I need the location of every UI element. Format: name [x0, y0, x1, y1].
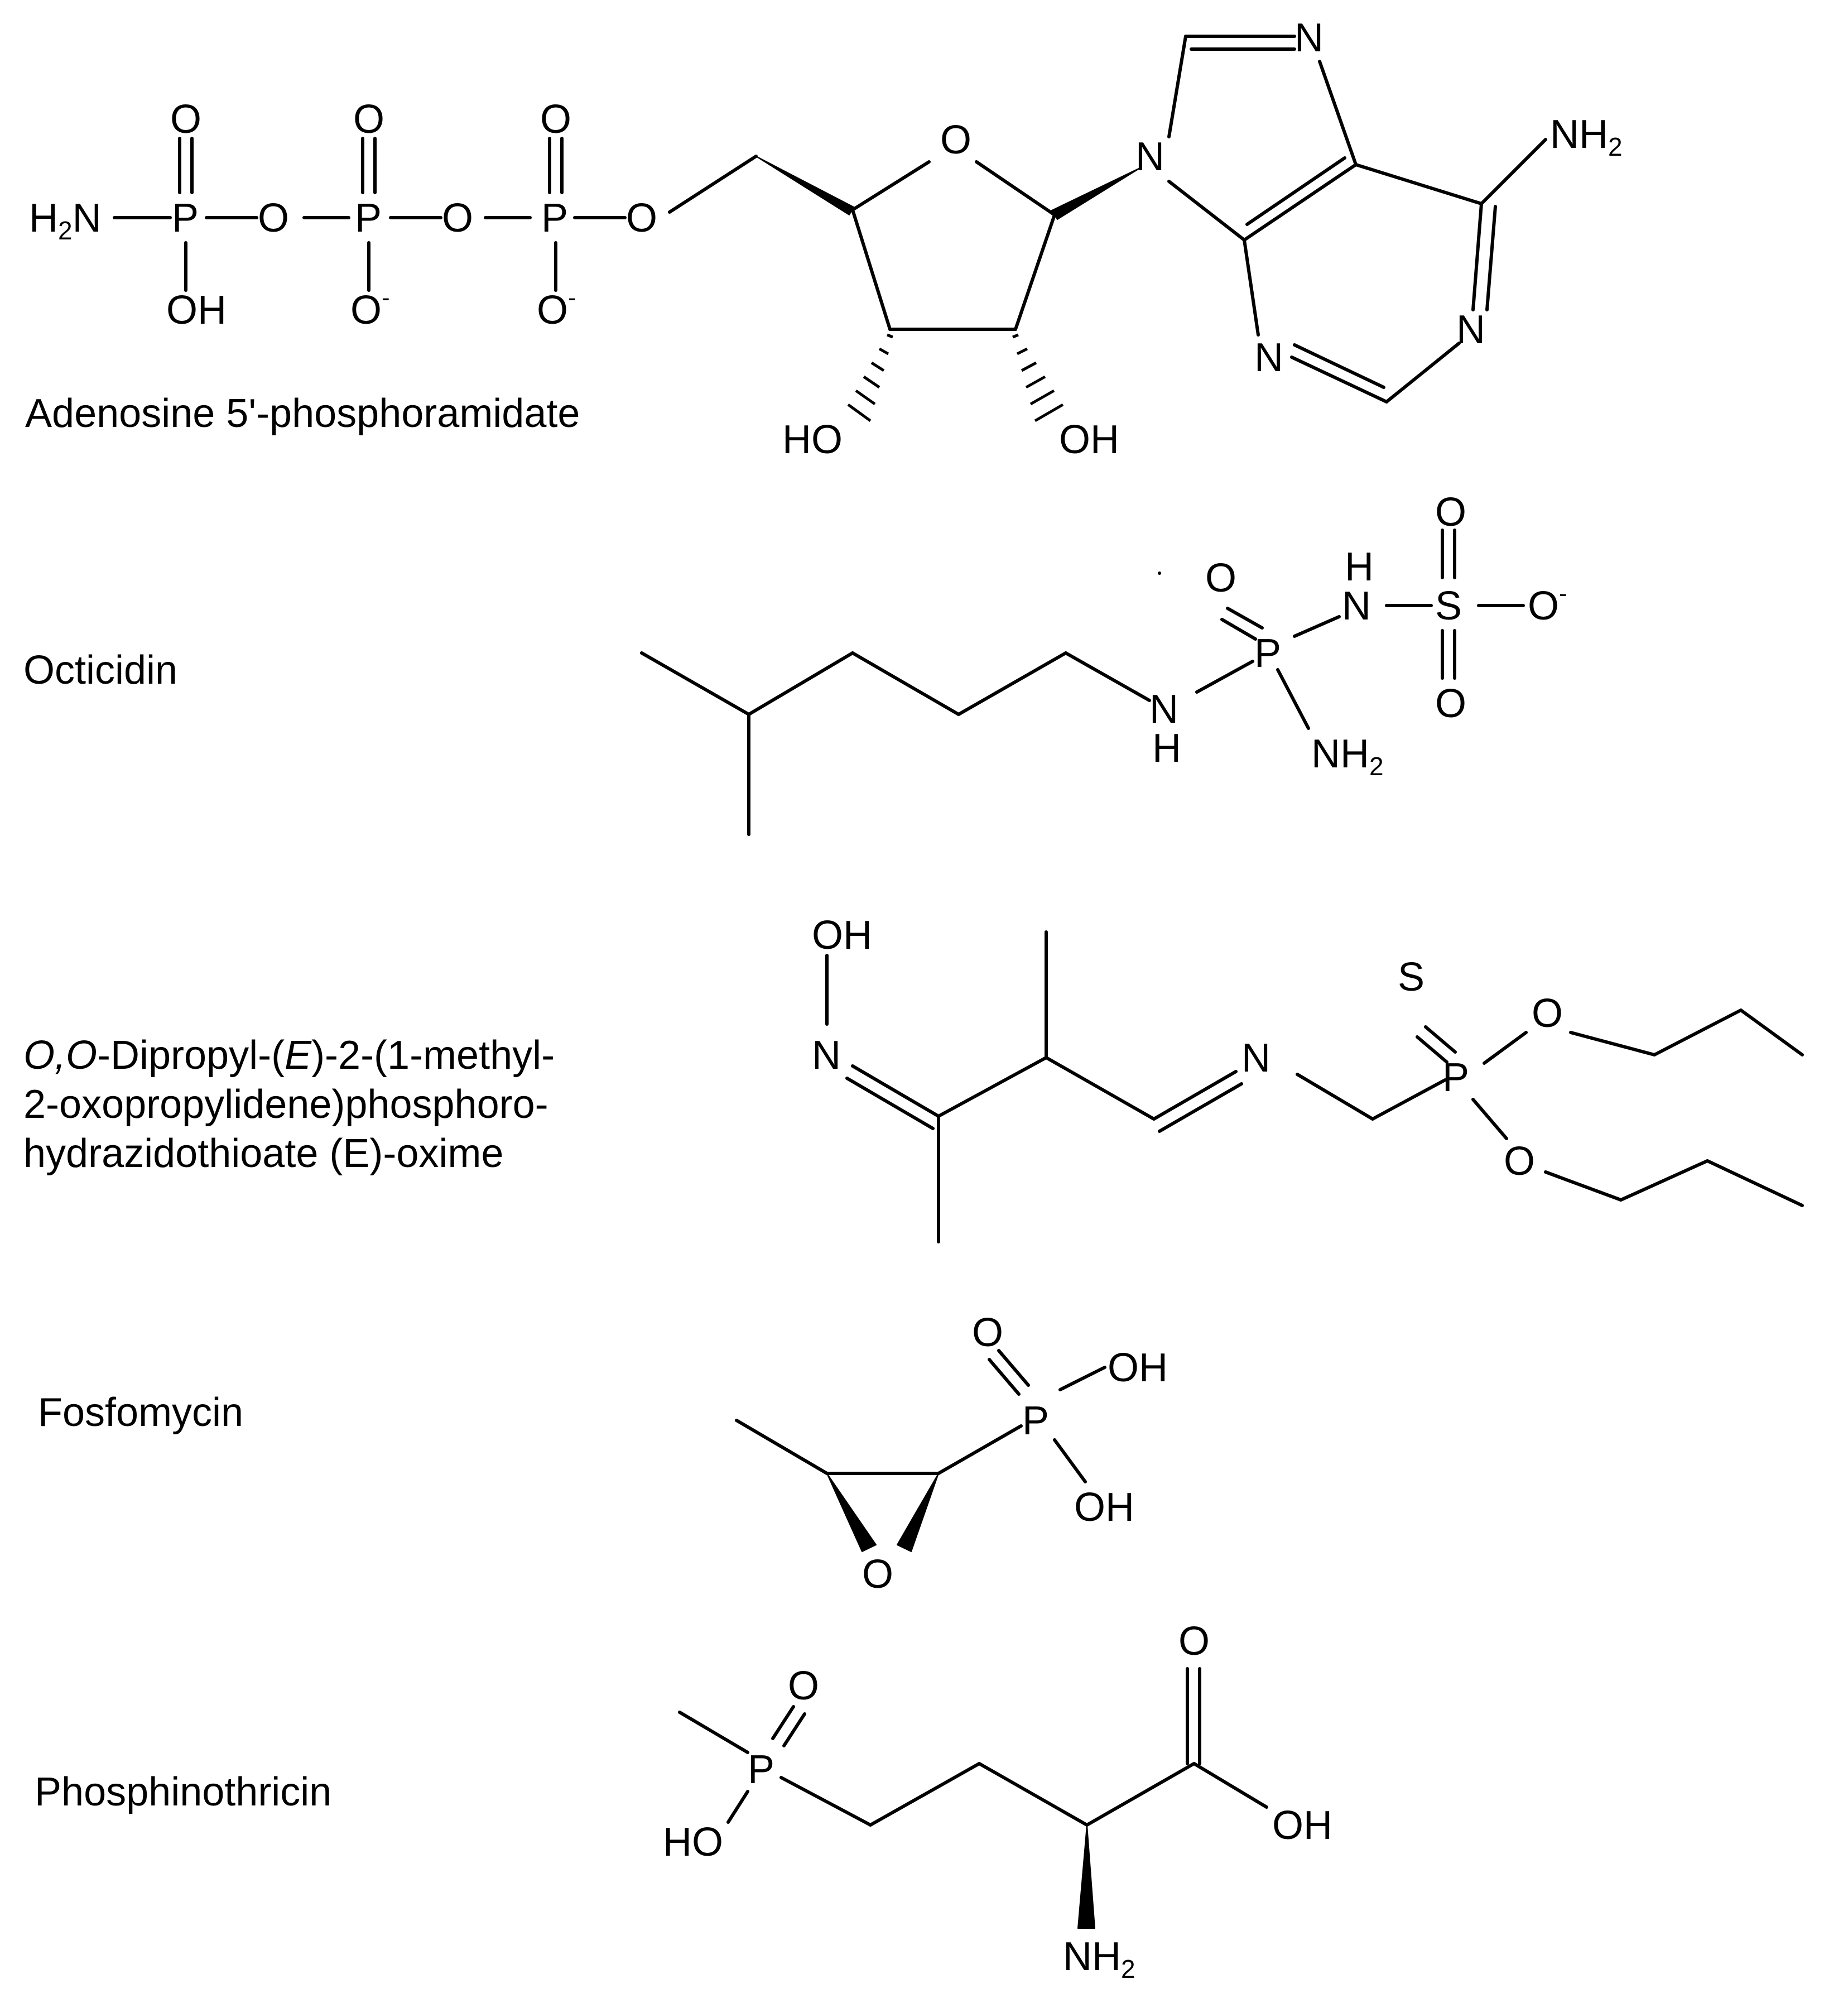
oxide-anion-1: O-: [350, 284, 390, 333]
thiono-sulfur: S: [1398, 955, 1424, 1000]
sulfamoyl-nitrogen: N: [1342, 584, 1371, 628]
fosfomycin-structure: Fosfomycin O P O OH OH: [38, 1310, 1168, 1597]
sulfamoyl-hydrogen: H: [1345, 545, 1374, 589]
wedge-alpha-amino: [1077, 1824, 1095, 1929]
n7-atom: N: [1294, 16, 1324, 60]
phosphorus-atom-3: P: [541, 196, 568, 241]
oxime-nitrogen: N: [812, 1033, 841, 1078]
ribose-ring: [755, 156, 1142, 422]
propoxy-oxygen-2: O: [1504, 1139, 1535, 1184]
alpha-amino-group: NH2: [1063, 1934, 1135, 1983]
bridge-oxygen-2: O: [442, 196, 473, 241]
phosphorus-atom: P: [1254, 631, 1281, 676]
hydroxyl-group-p1: OH: [166, 288, 227, 333]
propoxy-oxygen-1: O: [1532, 991, 1563, 1036]
ribose-ring-oxygen: O: [940, 118, 971, 162]
oxime-hydroxyl: OH: [812, 913, 872, 958]
oxo-oxygen-3: O: [540, 97, 571, 142]
octicidin-structure: Octicidin N H P O N H S O O O-: [23, 490, 1567, 836]
compound-name-octicidin: Octicidin: [23, 648, 177, 693]
phosphinic-hydroxyl: HO: [663, 1820, 723, 1865]
phosphinothricin-bonds: [678, 1667, 1268, 1929]
oxo-oxygen-1: O: [170, 97, 201, 142]
phosphate-chain: [113, 137, 758, 292]
amide-hydrogen: H: [1152, 726, 1181, 771]
phosphorus-atom-1: P: [172, 196, 199, 241]
amino-group: NH2: [1550, 112, 1623, 161]
compound-name-adenosine-phosphoramidate: Adenosine 5'-phosphoramidate: [25, 391, 580, 436]
epoxide-ring: [735, 1349, 1106, 1552]
dipropyl-phosphorohydrazidothioate-oxime-structure: O,O-Dipropyl-(E)-2-(1-methyl- 2-oxopropy…: [23, 571, 1804, 1243]
phosphorus-atom: P: [748, 1747, 774, 1792]
phosphinyl-oxygen: O: [788, 1664, 819, 1708]
bridge-oxygen-3: O: [626, 196, 657, 241]
phosphonic-hydroxyl-2: OH: [1074, 1485, 1134, 1530]
epoxide-oxygen: O: [862, 1552, 893, 1597]
n3-atom: N: [1254, 335, 1283, 380]
phosphinothricin-structure: Phosphinothricin P O HO O OH NH2: [35, 1619, 1332, 1983]
compound-name-phosphinothricin: Phosphinothricin: [35, 1770, 331, 1814]
adenine-ring: [1167, 35, 1547, 404]
phosphoryl-oxygen: O: [972, 1310, 1003, 1355]
sulfonyl-oxygen-top: O: [1435, 490, 1466, 535]
carboxyl-hydroxyl: OH: [1272, 1803, 1332, 1848]
wedge-epoxide-right: [897, 1473, 939, 1552]
hashed-bond-c3-oh: [1012, 333, 1064, 422]
sulfonate-anion: O-: [1528, 580, 1567, 628]
phosphoryl-oxygen: O: [1205, 556, 1236, 601]
sulfonyl-oxygen-bottom: O: [1435, 681, 1466, 726]
isopentyl-chain: [640, 529, 1525, 836]
ribose-hydroxyl-3: OH: [1059, 417, 1119, 462]
h2n-label: H2N: [29, 196, 102, 245]
amide-nitrogen: N: [1149, 687, 1178, 732]
wedge-c4-c5: [755, 156, 854, 215]
phosphorus-atom-2: P: [355, 196, 382, 241]
sulfur-atom: S: [1435, 584, 1462, 628]
n9-atom: N: [1135, 135, 1164, 179]
oxime-chain: [825, 571, 1804, 1243]
wedge-c1-n9: [1051, 167, 1142, 220]
phosphorus-atom: P: [1022, 1399, 1049, 1443]
compound-name-fosfomycin: Fosfomycin: [38, 1390, 243, 1435]
phosphonic-hydroxyl-1: OH: [1108, 1346, 1168, 1390]
compound-name-line-2: 2-oxopropylidene)phosphoro-: [23, 1082, 548, 1127]
carbonyl-oxygen: O: [1178, 1619, 1210, 1664]
n1-atom: N: [1456, 308, 1485, 352]
hashed-bond-c2-oh: [847, 333, 893, 422]
compound-name-line-1: O,O-Dipropyl-(E)-2-(1-methyl-: [23, 1033, 555, 1078]
ribose-hydroxyl-2: HO: [782, 417, 843, 462]
wedge-epoxide-left: [826, 1473, 877, 1552]
bridge-oxygen-1: O: [258, 196, 289, 241]
phosphorus-atom: P: [1442, 1055, 1469, 1100]
compound-name-line-3: hydrazidothioate (E)-oxime: [23, 1131, 503, 1176]
oxo-oxygen-2: O: [353, 97, 384, 142]
phosphoramide-amino: NH2: [1311, 732, 1384, 781]
oxide-anion-2: O-: [537, 284, 576, 333]
adenosine-phosphoramidate-structure: H2N P P P O O O O O O OH O- O-: [25, 16, 1623, 462]
imine-nitrogen: N: [1241, 1036, 1270, 1080]
